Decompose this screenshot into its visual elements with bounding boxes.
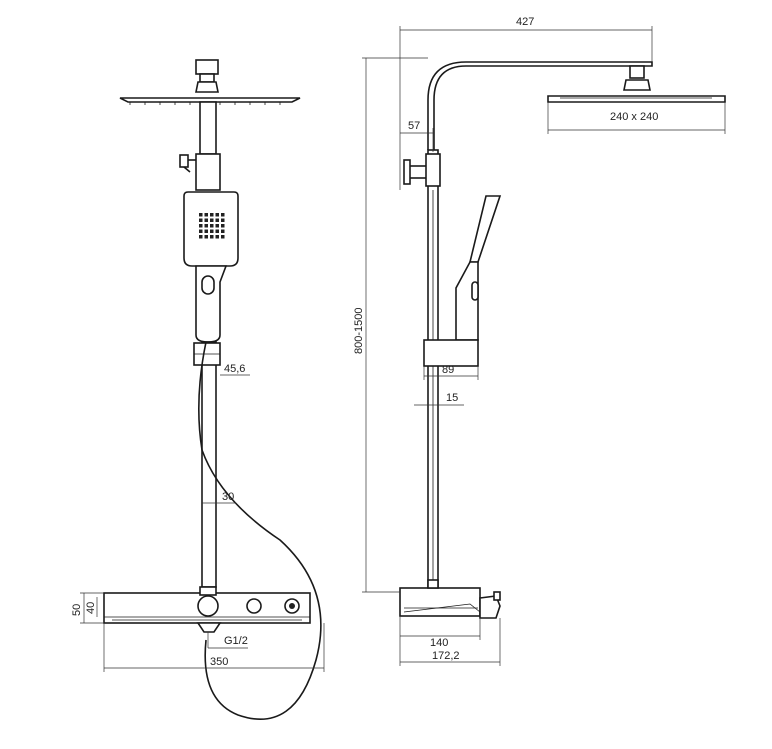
dim-holder-diameter: 45,6 [224, 363, 245, 375]
nozzle-dot [215, 229, 219, 233]
nozzle-dot [215, 213, 219, 217]
nozzle-dot [204, 224, 208, 228]
side-rain-head [547, 65, 726, 103]
nozzle-dot [204, 218, 208, 222]
dim-slider-width: 89 [442, 364, 454, 376]
front-dimensions: 45,6 30 50 40 G1/2 350 [71, 363, 325, 672]
nozzle-dot [199, 224, 203, 228]
side-dimensions: 427 240 x 240 57 800-1500 89 15 140 172,… [353, 16, 726, 666]
nozzle-dot [199, 213, 203, 217]
side-slider [423, 339, 479, 367]
nozzle-dot [210, 213, 214, 217]
nozzle-dot [221, 218, 225, 222]
dim-arm-offset: 57 [408, 120, 420, 132]
dim-pipe-diameter: 30 [222, 491, 234, 503]
nozzle-dot [221, 213, 225, 217]
side-view [399, 61, 726, 619]
nozzle-dot [210, 229, 214, 233]
front-diverter-block [179, 153, 221, 191]
dim-head-size: 240 x 240 [610, 111, 658, 123]
dim-body-depth: 140 [430, 637, 448, 649]
dim-body-height-inner: 40 [85, 602, 97, 614]
dim-body-height-outer: 50 [71, 604, 83, 616]
nozzle-dot [199, 218, 203, 222]
front-hose [198, 341, 322, 720]
front-view [103, 59, 322, 720]
nozzle-dot [210, 235, 214, 239]
nozzle-dot [215, 218, 219, 222]
nozzle-dot [204, 235, 208, 239]
front-hand-shower [183, 191, 239, 343]
nozzle-dot [221, 235, 225, 239]
dim-wall-gap: 15 [446, 392, 458, 404]
side-wall-bracket [403, 153, 441, 187]
front-thermostat-body [103, 586, 311, 633]
dim-total-depth: 172,2 [432, 650, 460, 662]
dim-overall-width: 427 [516, 16, 534, 28]
side-thermostat-body [399, 579, 501, 619]
dim-inlet-thread: G1/2 [224, 635, 248, 647]
nozzle-dot [210, 218, 214, 222]
dim-body-length: 350 [210, 656, 228, 668]
nozzle-dot [221, 229, 225, 233]
front-rain-head [119, 59, 301, 105]
side-hand-shower [455, 195, 502, 341]
side-column-arm [427, 61, 653, 150]
nozzle-dot [215, 224, 219, 228]
nozzle-dot [204, 229, 208, 233]
dim-height-range: 800-1500 [353, 308, 365, 355]
nozzle-dot [210, 224, 214, 228]
nozzle-dot [221, 224, 225, 228]
front-upper-riser [199, 101, 217, 155]
nozzle-dot [199, 235, 203, 239]
nozzle-dot [215, 235, 219, 239]
nozzle-dot [199, 229, 203, 233]
nozzle-dot [204, 213, 208, 217]
